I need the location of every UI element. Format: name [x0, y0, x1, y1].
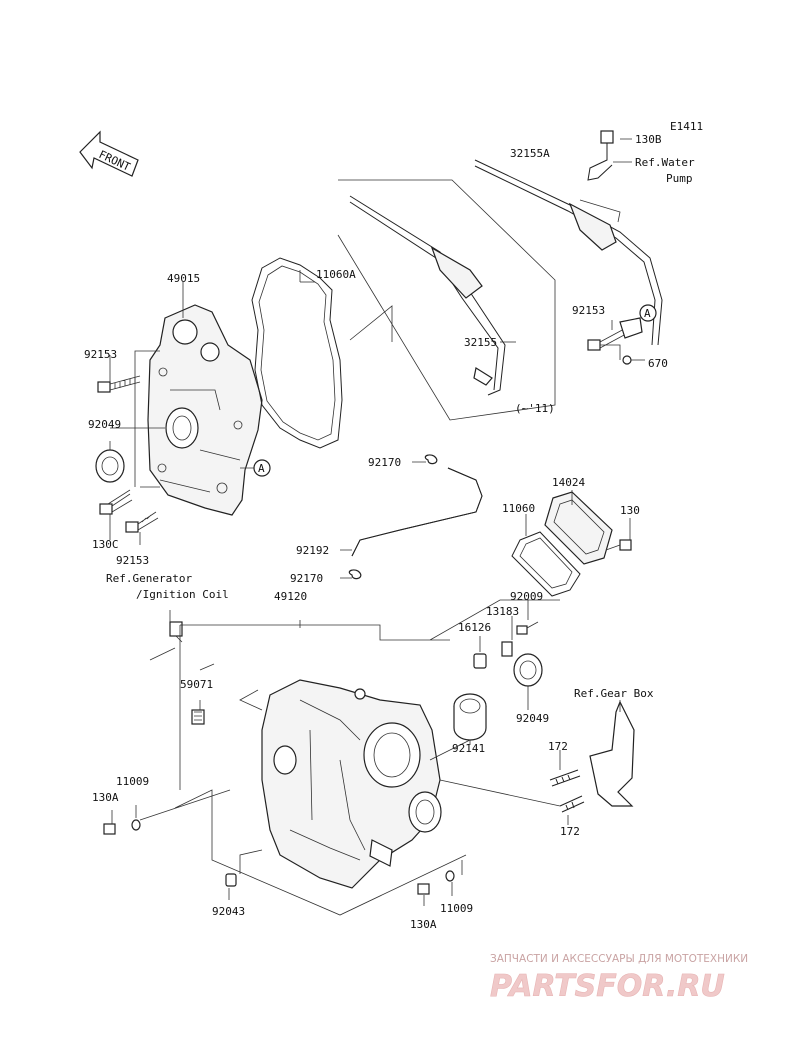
breather-pipe-32155-icon [349, 195, 506, 396]
crankcase-49120-icon [261, 679, 442, 889]
label-ref-gear-box: Ref.Gear Box [574, 687, 654, 700]
front-arrow-icon: FRONT [79, 130, 139, 177]
oil-seal-92049-icon [95, 449, 125, 483]
callout-a-left: A [253, 459, 271, 477]
label-92043: 92043 [212, 905, 245, 918]
oil-seal-92049-right-icon [513, 653, 543, 687]
label-ref-generator-2: /Ignition Coil [136, 588, 229, 601]
label-130: 130 [620, 504, 640, 517]
label-59071: 59071 [180, 678, 213, 691]
dowel-16126-icon [473, 653, 487, 669]
label-note-11: (~'11) [515, 402, 555, 415]
watermark-tagline: ЗАПЧАСТИ И АКСЕССУАРЫ ДЛЯ МОТОТЕХНИКИ [490, 953, 748, 965]
label-49015: 49015 [167, 272, 200, 285]
label-14024: 14024 [552, 476, 585, 489]
bracket-130b-icon [579, 130, 621, 223]
label-16126: 16126 [458, 621, 491, 634]
callout-a-right: A [639, 304, 657, 322]
stud-172-upper-icon [549, 769, 581, 787]
label-92192: 92192 [296, 544, 329, 557]
bolt-92153-lower-icon [125, 511, 159, 533]
label-172-upper: 172 [548, 740, 568, 753]
label-130b: 130B [635, 133, 662, 146]
label-ref-generator-1: Ref.Generator [106, 572, 192, 585]
clamp-670-icon [622, 355, 645, 365]
collar-13183-icon [501, 641, 513, 657]
label-92153-upper: 92153 [84, 348, 117, 361]
breather-pipe-32155a-icon [474, 159, 663, 346]
label-11060a: 11060A [316, 268, 356, 281]
label-92141: 92141 [452, 742, 485, 755]
gasket-11060-icon [511, 531, 581, 597]
bolt-130-icon [605, 539, 632, 551]
label-ref-water-pump-2: Pump [666, 172, 693, 185]
label-13183: 13183 [486, 605, 519, 618]
clip-92170-upper-icon [424, 454, 438, 465]
svg-text:A: A [258, 462, 265, 475]
label-11009-left: 11009 [116, 775, 149, 788]
generator-coil-plug-icon [169, 621, 183, 643]
label-130a-left: 130A [92, 791, 119, 804]
label-11009-right: 11009 [440, 902, 473, 915]
label-92049-left: 92049 [88, 418, 121, 431]
gear-box-bracket-icon [589, 700, 635, 807]
label-92009: 92009 [510, 590, 543, 603]
plug-92043-icon [225, 873, 237, 887]
label-92153-lower: 92153 [116, 554, 149, 567]
stud-172-lower-icon [559, 795, 585, 813]
hose-92192-icon [351, 467, 483, 557]
bolt-130a-left-icon [103, 823, 116, 835]
label-172-lower: 172 [560, 825, 580, 838]
bearing-92141-icon [453, 693, 487, 741]
plug-59071-icon [191, 709, 205, 725]
label-92049-right: 92049 [516, 712, 549, 725]
label-49120: 49120 [274, 590, 307, 603]
washer-11009-left-icon [131, 819, 141, 831]
inset-box [337, 179, 556, 421]
oil-pump-cover-icon [147, 304, 263, 516]
gasket-11060a-icon [251, 257, 343, 449]
watermark-logo: PARTSFOR.RU [490, 969, 725, 1004]
bolt-92153-upper-icon [97, 375, 141, 393]
bolt-130a-right-icon [417, 883, 430, 895]
label-670: 670 [648, 357, 668, 370]
label-32155: 32155 [464, 336, 497, 349]
washer-11009-right-icon [445, 870, 455, 882]
diagram-code: E1411 [670, 120, 703, 133]
label-130c: 130C [92, 538, 119, 551]
label-92170-upper: 92170 [368, 456, 401, 469]
clip-92170-lower-icon [348, 569, 362, 580]
svg-text:A: A [644, 307, 651, 320]
label-130a-right: 130A [410, 918, 437, 931]
label-ref-water-pump-1: Ref.Water [635, 156, 695, 169]
bracket-a-right-icon [619, 317, 643, 339]
label-11060: 11060 [502, 502, 535, 515]
label-92170-lower: 92170 [290, 572, 323, 585]
label-32155a: 32155A [510, 147, 550, 160]
bolt-130c-icon [99, 493, 133, 515]
cover-14024-icon [544, 491, 613, 565]
bolt-92009-icon [516, 621, 539, 635]
label-92153-right: 92153 [572, 304, 605, 317]
